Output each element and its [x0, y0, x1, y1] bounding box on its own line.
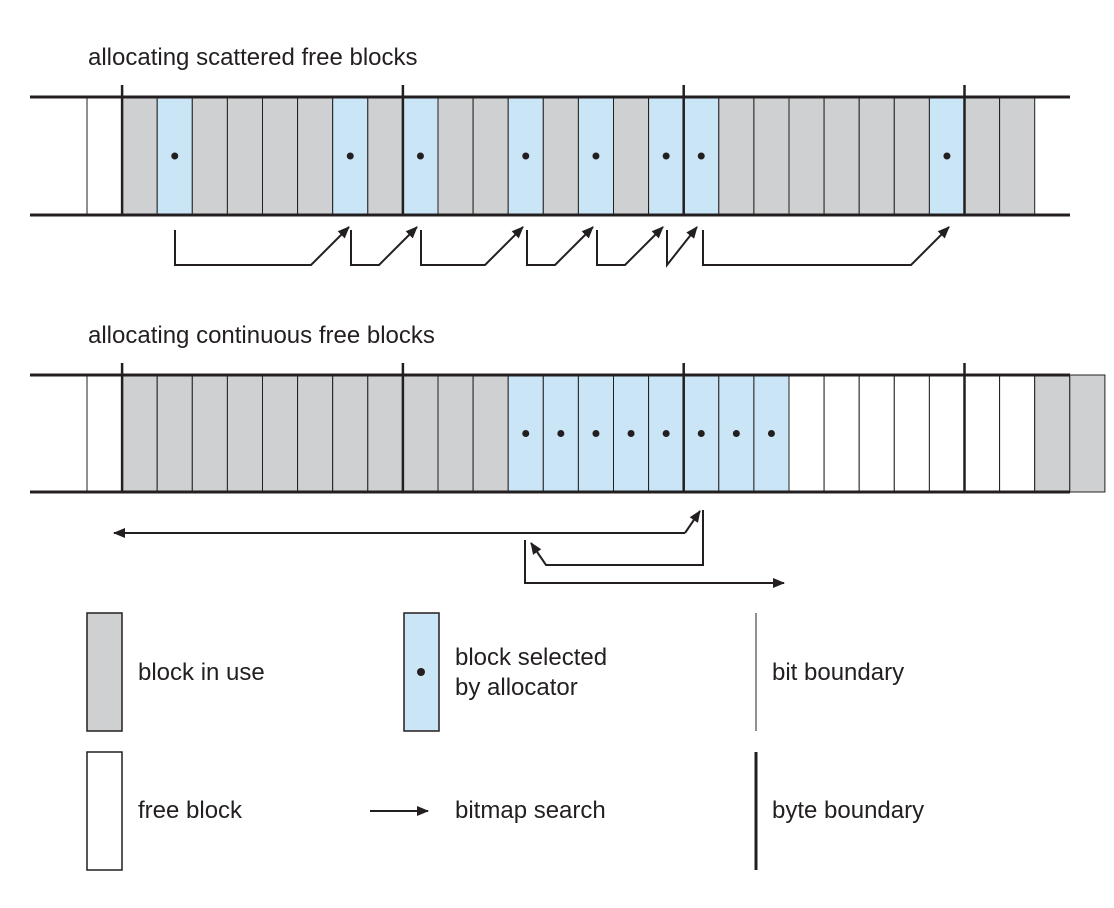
selected-dot [767, 430, 775, 437]
block-used [367, 374, 404, 493]
selected-dot [522, 152, 530, 160]
search-arrow-1 [174, 226, 350, 266]
continuous-title: allocating continuous free blocks [88, 322, 435, 349]
scattered-search-path [174, 226, 950, 268]
selected-dot [662, 430, 670, 437]
block-used [226, 374, 263, 493]
block-used [297, 374, 334, 493]
block-used [999, 96, 1036, 216]
block-used [191, 96, 228, 216]
block-free [893, 374, 930, 493]
block-used [156, 374, 193, 493]
scattered-bitmap-row [30, 85, 1070, 217]
block-free [964, 374, 1001, 493]
block-used [121, 374, 158, 493]
block-free [928, 374, 966, 493]
block-used [753, 96, 790, 216]
selected-dot [627, 430, 635, 437]
continuous-search-path [113, 510, 785, 588]
selected-dot [943, 152, 951, 160]
block-used [823, 96, 860, 216]
legend-selected-dot [417, 668, 425, 676]
block-used [437, 374, 474, 493]
block-used [542, 96, 579, 216]
block-used [191, 374, 228, 493]
block-used [964, 96, 1001, 216]
legend-byte-boundary-label: byte boundary [772, 797, 925, 824]
selected-dot [662, 152, 670, 160]
continuous-bitmap-row [30, 363, 1106, 494]
block-used [437, 96, 474, 216]
selected-dot [346, 152, 354, 160]
selected-dot [697, 152, 705, 160]
block-used [613, 96, 650, 216]
selected-dot [416, 152, 424, 160]
block-used [718, 96, 755, 216]
selected-dot [171, 152, 179, 160]
legend-in-use-label: block in use [138, 659, 265, 686]
legend-free-swatch [86, 751, 123, 871]
block-used [262, 96, 299, 216]
legend-selected-label-line2: by allocator [455, 674, 578, 701]
block-used [367, 96, 404, 216]
block-free [788, 374, 825, 493]
block-used [1069, 374, 1106, 493]
search-arrow-3 [420, 226, 524, 266]
block-free [823, 374, 860, 493]
block-free [86, 96, 123, 216]
block-used [858, 96, 895, 216]
legend-bit-boundary-label: bit boundary [772, 659, 905, 686]
legend [86, 612, 758, 871]
block-used [402, 374, 439, 493]
block-used [262, 374, 299, 493]
selected-dot [732, 430, 740, 437]
legend-in-use-swatch [86, 612, 123, 732]
block-used [472, 374, 509, 493]
block-used [226, 96, 263, 216]
legend-search-label: bitmap search [455, 797, 606, 824]
block-free [858, 374, 895, 493]
block-used [472, 96, 509, 216]
block-used [893, 96, 930, 216]
block-used [788, 96, 825, 216]
selected-dot [697, 430, 705, 437]
search-arrow-right [524, 540, 785, 588]
block-used [332, 374, 369, 493]
selected-dot [522, 430, 530, 437]
block-used [121, 96, 158, 216]
selected-dot [557, 430, 565, 437]
search-arrow-2 [350, 226, 418, 266]
search-arrow-4 [526, 226, 594, 266]
legend-free-label: free block [138, 797, 243, 824]
block-free [999, 374, 1036, 493]
search-arrow-5 [596, 226, 664, 266]
scattered-title: allocating scattered free blocks [88, 44, 418, 71]
block-free [86, 374, 123, 493]
legend-selected-label-line1: block selected [455, 644, 608, 671]
selected-dot [592, 430, 600, 437]
block-used [297, 96, 334, 216]
search-arrow-6 [666, 226, 698, 268]
search-arrow-back [530, 510, 704, 566]
selected-dot [592, 152, 600, 160]
search-arrow-7 [702, 226, 950, 266]
block-sel [928, 96, 966, 216]
block-used [1034, 374, 1071, 493]
